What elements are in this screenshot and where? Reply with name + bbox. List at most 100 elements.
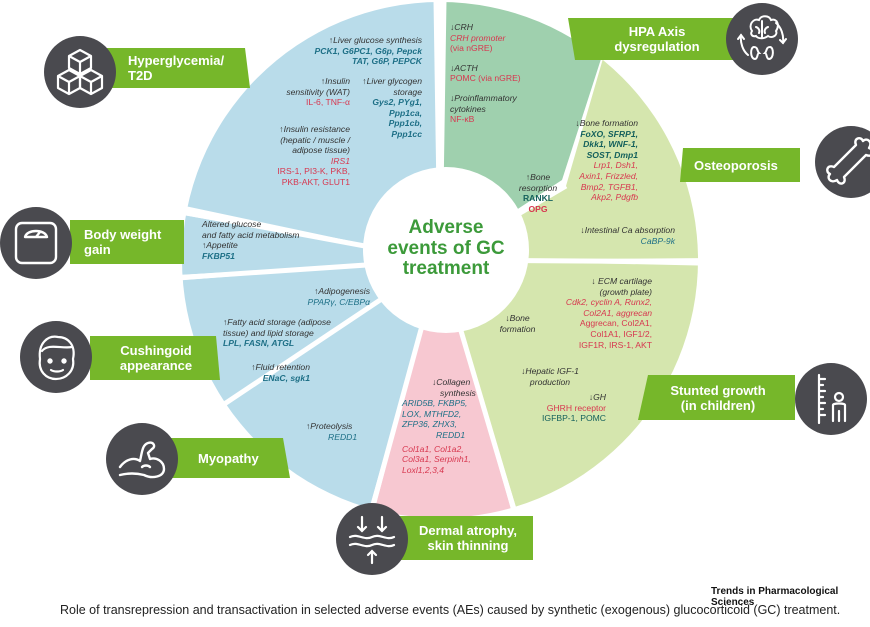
hpa-crh-promoter: CRH promoter	[450, 32, 506, 43]
insulin-res-gene-3: PKB-AKT, GLUT1	[281, 176, 350, 187]
brain-kidney-icon	[726, 3, 798, 75]
collagen-gene-1: ARID5B, FKBP5,	[402, 398, 468, 409]
text-fatty-acid: ↑Fatty acid storage (adipose tissue) and…	[223, 317, 373, 349]
collagen-2: synthesis	[440, 387, 476, 398]
gh-genes: IGFBP-1, POMC	[542, 413, 606, 424]
bone-formation-gene-1: FoXO, SFRP1,	[580, 128, 638, 139]
text-body-weight: Altered glucose and fatty acid metabolis…	[202, 219, 342, 261]
bone-formation-gene-5: Axin1, Frizzled,	[579, 170, 638, 181]
banner-dermal: Dermal atrophy,skin thinning	[408, 516, 528, 560]
hpa-cytokines-1: ↓Proinflammatory	[450, 92, 517, 103]
banner-myopathy-shape	[170, 438, 290, 478]
hpa-acth: ↓ACTH	[450, 62, 478, 73]
glycogen-genes-2: Ppp1ca,	[389, 107, 422, 118]
text-adipogenesis: ↑Adipogenesis PPARγ, C/EBPα	[250, 286, 370, 307]
cubes-icon	[44, 36, 116, 108]
text-igf1: ↓Hepatic IGF-1 production	[505, 366, 595, 387]
text-insulin-sensitivity: ↑Insulin sensitivity (WAT) IL-6, TNF-α	[262, 76, 350, 108]
proteolysis-heading: ↑Proteolysis	[306, 421, 353, 431]
text-liver-glucose: ↑Liver glucose synthesis PCK1, G6PC1, G6…	[262, 35, 422, 67]
bone-resorption-opg: OPG	[528, 203, 548, 214]
fluid-heading: ↑Fluid retention	[251, 362, 310, 372]
hpa-nfkb: NF-κB	[450, 114, 475, 125]
body-weight-label-2: gain	[84, 242, 111, 257]
hpa-cytokines-2: cytokines	[450, 103, 486, 114]
glycogen-1: ↑Liver glycogen	[362, 76, 422, 86]
insulin-sens-1: ↑Insulin	[320, 76, 350, 86]
hpa-label-2: dysregulation	[614, 39, 700, 54]
banner-osteoporosis-shape	[680, 148, 800, 182]
liver-glucose-genes-2: TAT, G6P, PEPCK	[351, 56, 422, 67]
dermal-label-2: skin thinning	[427, 538, 509, 553]
fatty-acid-genes: LPL, FASN, ATGL	[223, 338, 295, 349]
banner-hyperglycemia: Hyperglycemia/T2D	[128, 48, 224, 88]
insulin-res-gene-2: IRS-1, PI3-K, PKB,	[277, 166, 350, 177]
text-glycogen: ↑Liver glycogen storage Gys2, PYg1, Ppp1…	[352, 76, 422, 140]
collagen-gene-4: REDD1	[436, 429, 466, 440]
body-weight-gene: FKBP51	[202, 250, 235, 261]
muscle-arm-icon	[106, 423, 178, 495]
dermal-label-1: Dermal atrophy,	[418, 523, 517, 538]
hpa-crh: ↓CRH	[450, 22, 473, 32]
cartilage-1: ↓ ECM cartilage	[591, 276, 652, 286]
banner-hpa-shape	[568, 18, 745, 60]
collagen-gene-2: LOX, MTHFD2,	[402, 408, 462, 419]
collagen-1: ↓Collagen	[432, 377, 471, 387]
hpa-pomc: POMC (via nGRE)	[450, 73, 521, 84]
body-weight-2: and fatty acid metabolism	[202, 229, 300, 240]
growth-bone-2: formation	[499, 323, 536, 334]
sector-dermal	[372, 260, 514, 518]
banner-myopathy: Myopathy	[198, 438, 259, 478]
figure-caption: Role of transrepression and transactivat…	[60, 603, 841, 617]
cushingoid-label-1: Cushingoid	[120, 343, 192, 358]
text-fluid: ↑Fluid retention ENaC, sgk1	[232, 362, 310, 383]
liver-glucose-genes-1: PCK1, G6PC1, G6p, Pepck	[314, 45, 422, 56]
text-proteolysis: ↑Proteolysis REDD1	[306, 421, 376, 442]
cartilage-gene-4: Col1A1, IGF1/2,	[590, 328, 652, 339]
height-ruler-icon	[795, 363, 867, 435]
growth-bone-1: ↓Bone	[505, 313, 530, 323]
collagen-gene-3: ZFP36, ZHX3,	[402, 419, 457, 430]
banner-stunted: Stunted growth(in children)	[654, 375, 782, 420]
cushingoid-label-2: appearance	[119, 358, 193, 373]
hyperglycemia-label-2: T2D	[128, 68, 153, 83]
source-label: Trends in Pharmacological Sciences	[711, 586, 839, 608]
liver-glucose-heading: ↑Liver glucose synthesis	[328, 35, 422, 45]
cartilage-gene-3: Aggrecan, Col2A1,	[579, 318, 652, 329]
cartilage-gene-5: IGF1R, IRS-1, AKT	[578, 339, 652, 350]
insulin-res-1: ↑Insulin resistance	[279, 124, 350, 134]
stunted-label-1: Stunted growth	[670, 382, 766, 398]
bone-icon	[815, 126, 870, 198]
glycogen-genes-1: Gys2, PYg1,	[372, 97, 422, 108]
cartilage-gene-1: Cdk2, cyclin A, Runx2,	[565, 297, 652, 308]
title-line-2: events of GC	[387, 237, 505, 259]
text-insulin-resistance: ↑Insulin resistance (hepatic / muscle / …	[246, 124, 350, 188]
banner-dermal-shape	[365, 516, 533, 560]
text-bone-formation-growth: ↓Bone formation	[490, 313, 545, 334]
face-icon	[20, 321, 92, 393]
stunted-label-2: (in children)	[680, 397, 756, 413]
text-gh: ↓GH GHRH receptor IGFBP-1, POMC	[510, 392, 606, 424]
collagen-gene-7: Loxl1,2,3,4	[402, 464, 445, 475]
banner-cushingoid-shape	[90, 336, 220, 380]
collagen-gene-5: Col1a1, Col1a2,	[402, 443, 464, 454]
banner-stunted-shape	[638, 375, 795, 420]
bone-formation-gene-7: Akp2, Pdgfb	[591, 192, 638, 203]
fatty-acid-1: ↑Fatty acid storage (adipose	[223, 317, 331, 327]
insulin-sens-2: sensitivity (WAT)	[286, 86, 350, 97]
insulin-res-3: adipose tissue)	[292, 145, 350, 156]
hpa-label-1: HPA Axis	[628, 24, 686, 39]
insulin-sens-genes: IL-6, TNF-α	[306, 97, 350, 108]
gh-heading: ↓GH	[588, 392, 606, 402]
proteolysis-gene: REDD1	[328, 431, 358, 442]
glycogen-2: storage	[393, 86, 422, 97]
cartilage-2: (growth plate)	[599, 286, 652, 297]
hyperglycemia-label-1: Hyperglycemia/	[128, 53, 225, 68]
bone-formation-gene-6: Bmp2, TGFB1,	[580, 181, 638, 192]
text-cartilage: ↓ ECM cartilage (growth plate) Cdk2, cyc…	[528, 276, 652, 350]
banner-osteoporosis: Osteoporosis	[694, 148, 778, 182]
insulin-res-2: (hepatic / muscle /	[280, 134, 350, 145]
bone-formation-gene-2: Dkk1, WNF-1,	[583, 139, 638, 150]
